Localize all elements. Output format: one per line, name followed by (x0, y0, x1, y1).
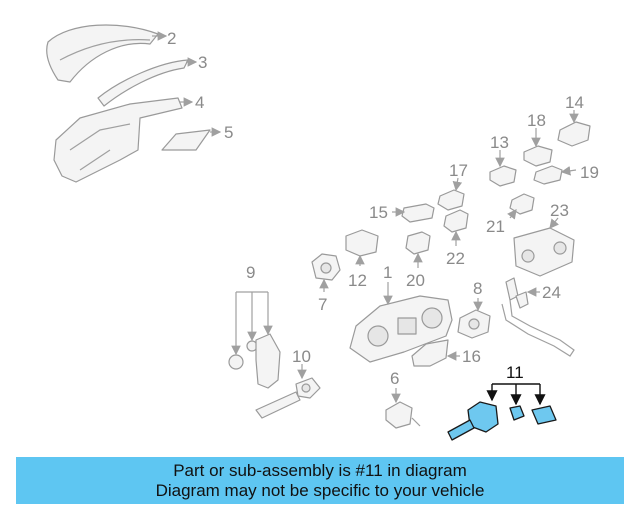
callout-13: 13 (490, 133, 509, 152)
part-21-switch (507, 193, 535, 220)
callout-24: 24 (542, 283, 561, 302)
part-13-switch (489, 150, 517, 187)
callout-2: 2 (167, 29, 176, 48)
callout-21: 21 (486, 217, 505, 236)
callout-8: 8 (473, 279, 482, 298)
callout-11: 11 (506, 363, 524, 382)
banner-line-1: Part or sub-assembly is #11 in diagram (173, 460, 467, 480)
part-20-sensor (405, 231, 431, 268)
part-15-module (392, 203, 435, 223)
part-2-upper-trim (46, 24, 168, 83)
callout-16: 16 (462, 347, 481, 366)
callout-labels: 2 3 4 5 14 18 13 19 17 15 21 23 22 12 1 … (167, 29, 599, 388)
part-9-key-parts (228, 291, 281, 389)
part-24-cable (501, 277, 575, 357)
part-7-ignition (311, 253, 341, 292)
banner-line-2: Diagram may not be specific to your vehi… (155, 480, 485, 500)
part-23-climate-control (513, 217, 575, 277)
part-8-switch (457, 298, 491, 339)
part-4-dash-frame (53, 97, 194, 183)
part-11-highlighted-assembly (447, 383, 557, 441)
callout-18: 18 (527, 111, 546, 130)
callout-10: 10 (292, 347, 311, 366)
part-1-instrument-cluster (349, 282, 453, 363)
callout-6: 6 (390, 369, 399, 388)
callout-23: 23 (550, 201, 569, 220)
callout-7: 7 (318, 295, 327, 314)
part-18-switch (523, 128, 553, 167)
callout-1: 1 (383, 263, 392, 282)
callout-20: 20 (406, 271, 425, 290)
part-6-lock-cylinder (385, 388, 421, 429)
part-19-switch (533, 165, 577, 185)
parts-diagram: 2 3 4 5 14 18 13 19 17 15 21 23 22 12 1 … (46, 24, 599, 441)
callout-15: 15 (369, 203, 388, 222)
part-10-key-blade (255, 364, 321, 419)
callout-22: 22 (446, 249, 465, 268)
callout-3: 3 (198, 53, 207, 72)
part-3-trim-strip (97, 57, 198, 107)
callout-14: 14 (565, 93, 584, 112)
callout-9: 9 (246, 263, 255, 282)
part-16-bracket (411, 339, 460, 367)
callout-5: 5 (224, 123, 233, 142)
part-17-switch (437, 177, 465, 211)
part-12-switch (345, 229, 379, 266)
callout-4: 4 (195, 93, 204, 112)
callout-12: 12 (348, 271, 367, 290)
info-banner: Part or sub-assembly is #11 in diagram D… (16, 457, 624, 504)
part-5-cover (161, 127, 222, 151)
callout-17: 17 (449, 161, 468, 180)
part-14-switch (557, 110, 591, 147)
callout-19: 19 (580, 163, 599, 182)
part-22-switch (443, 209, 469, 246)
